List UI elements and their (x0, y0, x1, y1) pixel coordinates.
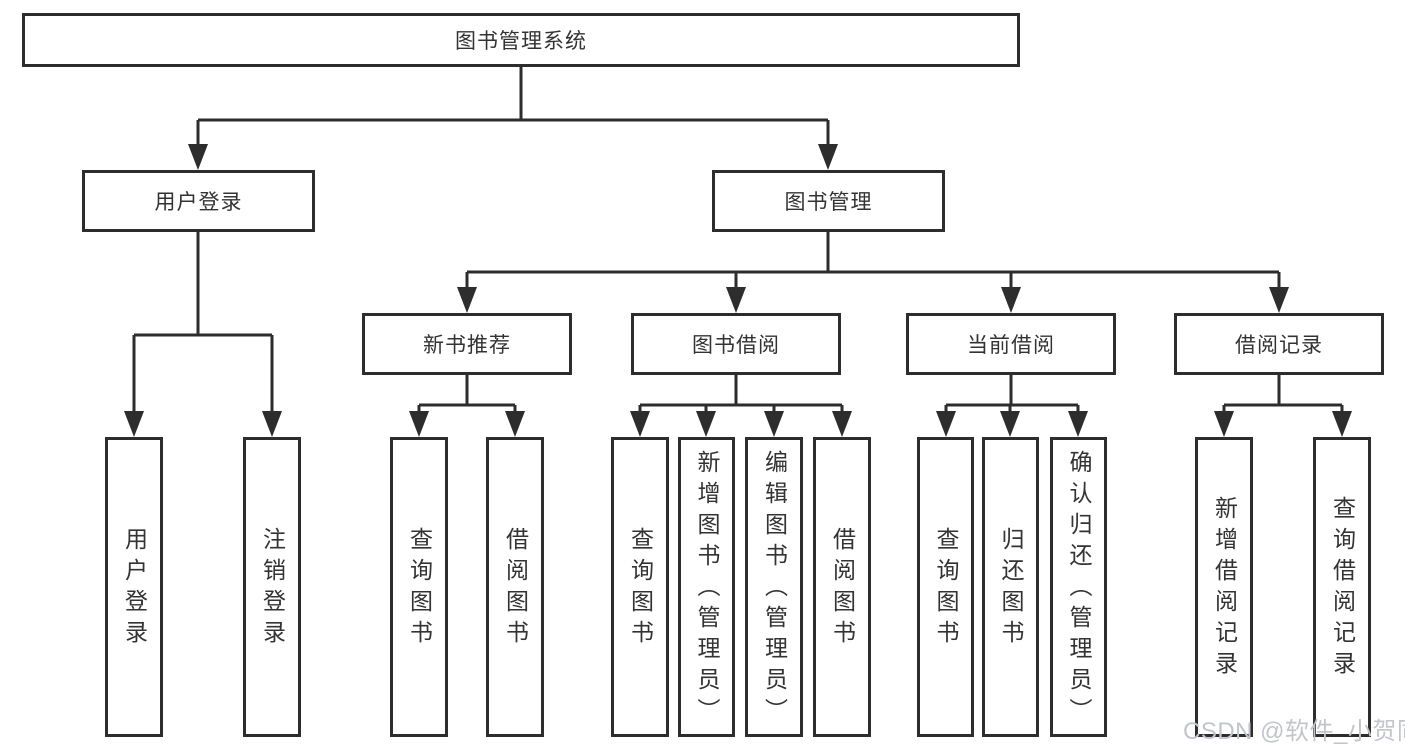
leaf-current-confirm-return-admin-label: 确认归还（管理员） (1066, 449, 1092, 729)
leaf-borrow-borrow-books-label: 借阅图书 (829, 527, 856, 651)
node-new-book-recommend: 新书推荐 (362, 313, 572, 375)
arrowhead (188, 144, 208, 170)
leaf-borrow-query-books: 查询图书 (611, 437, 669, 737)
node-new-book-recommend-label: 新书推荐 (423, 334, 511, 357)
leaf-newbook-query-books-label: 查询图书 (406, 527, 433, 651)
arrowhead (262, 411, 282, 437)
arrowhead (1000, 411, 1020, 437)
arrowhead (726, 287, 746, 313)
leaf-user-login-label: 用户登录 (121, 527, 148, 651)
leaf-records-query-record: 查询借阅记录 (1313, 437, 1371, 737)
leaf-borrow-borrow-books: 借阅图书 (813, 437, 871, 737)
leaf-current-return-books-label: 归还图书 (998, 527, 1024, 651)
leaf-newbook-query-books: 查询图书 (390, 437, 448, 737)
leaf-logout-login-label: 注销登录 (259, 527, 286, 651)
arrowhead (505, 411, 525, 437)
arrowhead (630, 411, 650, 437)
node-user-login-label: 用户登录 (154, 191, 243, 214)
arrowhead (1068, 411, 1088, 437)
arrowhead (1001, 287, 1021, 313)
node-current-borrow: 当前借阅 (906, 313, 1116, 375)
arrowhead (124, 411, 144, 437)
leaf-newbook-borrow-books-label: 借阅图书 (502, 527, 529, 651)
arrowhead (764, 411, 784, 437)
leaf-borrow-add-books-admin: 新增图书（管理员） (678, 437, 735, 737)
leaf-current-query-books: 查询图书 (917, 437, 974, 737)
leaf-user-login: 用户登录 (105, 437, 163, 737)
node-book-management-label: 图书管理 (784, 191, 873, 214)
watermark-text: CSDN @软件_小贺同学 (1183, 718, 1405, 745)
arrowhead (818, 144, 838, 170)
arrowheads (124, 144, 1352, 437)
node-book-borrow: 图书借阅 (631, 313, 841, 375)
arrowhead (409, 411, 429, 437)
arrowhead (457, 287, 477, 313)
node-book-borrow-label: 图书借阅 (692, 334, 780, 357)
leaf-current-return-books: 归还图书 (982, 437, 1039, 737)
node-user-login: 用户登录 (82, 170, 315, 232)
leaf-logout-login: 注销登录 (243, 437, 301, 737)
node-book-management: 图书管理 (712, 170, 945, 232)
leaf-newbook-borrow-books: 借阅图书 (486, 437, 544, 737)
arrowhead (1269, 287, 1289, 313)
leaf-borrow-add-books-admin-label: 新增图书（管理员） (694, 449, 720, 729)
node-library-system: 图书管理系统 (22, 13, 1020, 67)
arrowhead (936, 411, 956, 437)
leaf-current-query-books-label: 查询图书 (933, 527, 959, 651)
leaf-borrow-query-books-label: 查询图书 (627, 527, 654, 651)
arrowhead (832, 411, 852, 437)
arrowhead (1332, 411, 1352, 437)
leaf-current-confirm-return-admin: 确认归还（管理员） (1050, 437, 1107, 737)
arrowhead (696, 411, 716, 437)
leaf-records-add-record: 新增借阅记录 (1195, 437, 1253, 737)
node-library-system-label: 图书管理系统 (455, 30, 587, 53)
connector-lines (132, 67, 1344, 414)
node-borrow-records-label: 借阅记录 (1235, 334, 1323, 357)
leaf-records-add-record-label: 新增借阅记录 (1211, 496, 1238, 682)
leaf-borrow-edit-books-admin-label: 编辑图书（管理员） (761, 449, 788, 729)
node-borrow-records: 借阅记录 (1174, 313, 1384, 375)
leaf-records-query-record-label: 查询借阅记录 (1329, 496, 1356, 682)
node-current-borrow-label: 当前借阅 (967, 334, 1055, 357)
arrowhead (1214, 411, 1234, 437)
leaf-borrow-edit-books-admin: 编辑图书（管理员） (745, 437, 803, 737)
